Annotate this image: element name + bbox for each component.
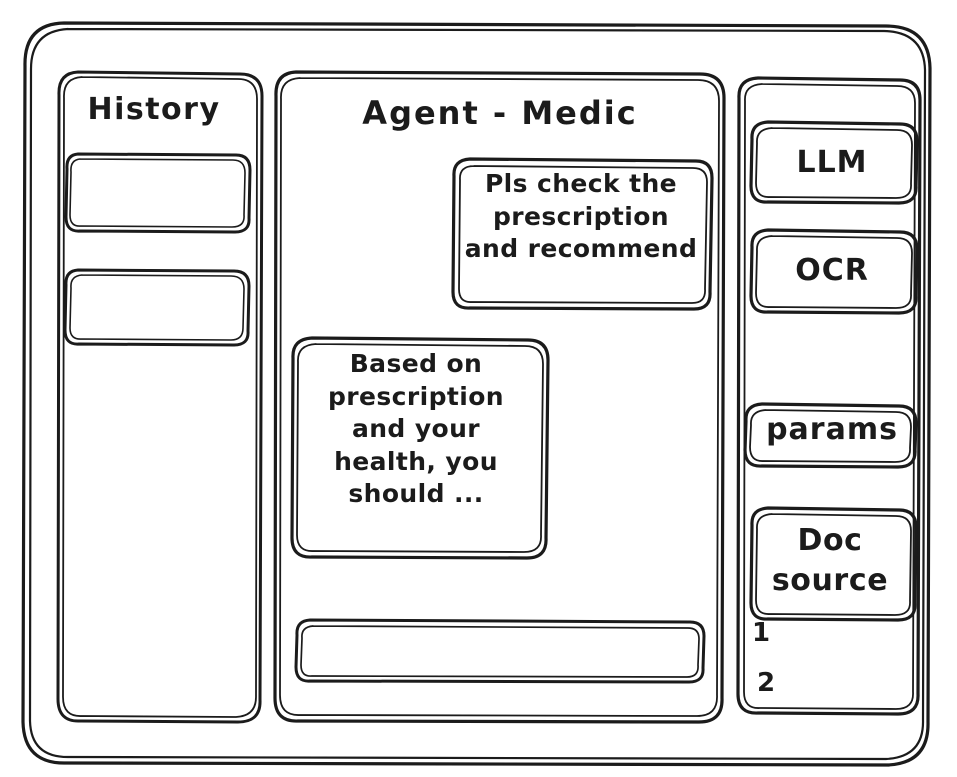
user-message-bubble: Pls check the prescription and recommend — [464, 169, 698, 263]
history-panel-title: History — [87, 92, 221, 127]
tool-llm-outline — [749, 120, 919, 205]
tool-ocr-outline — [749, 228, 919, 315]
tools-panel-outline — [736, 76, 922, 716]
tool-llm-label: LLM — [796, 145, 868, 180]
history-item-1[interactable] — [62, 152, 252, 234]
tool-params-outline — [743, 402, 918, 469]
tool-doc-source-label: Doc source — [771, 523, 889, 598]
agent-message-bubble: Based on prescription and your health, y… — [328, 349, 504, 508]
doc-list-item-2[interactable]: 2 — [757, 668, 776, 698]
tool-ocr-label: OCR — [795, 253, 869, 288]
message-composer-input[interactable] — [298, 622, 702, 680]
history-item-2-outline — [63, 268, 251, 347]
composer-outline — [294, 618, 706, 684]
app-frame-outline — [21, 21, 932, 767]
main-panel-outline — [273, 70, 726, 724]
tool-params-label: params — [766, 412, 898, 447]
tool-doc-source-outline — [749, 506, 918, 622]
history-item-2[interactable] — [62, 268, 250, 348]
agent-message-outline — [290, 336, 550, 560]
history-item-1-outline — [64, 152, 252, 234]
user-message-outline — [451, 157, 714, 311]
history-panel-outline — [56, 70, 264, 724]
page-title: Agent - Medic — [362, 94, 638, 132]
doc-list-item-1[interactable]: 1 — [752, 618, 771, 648]
